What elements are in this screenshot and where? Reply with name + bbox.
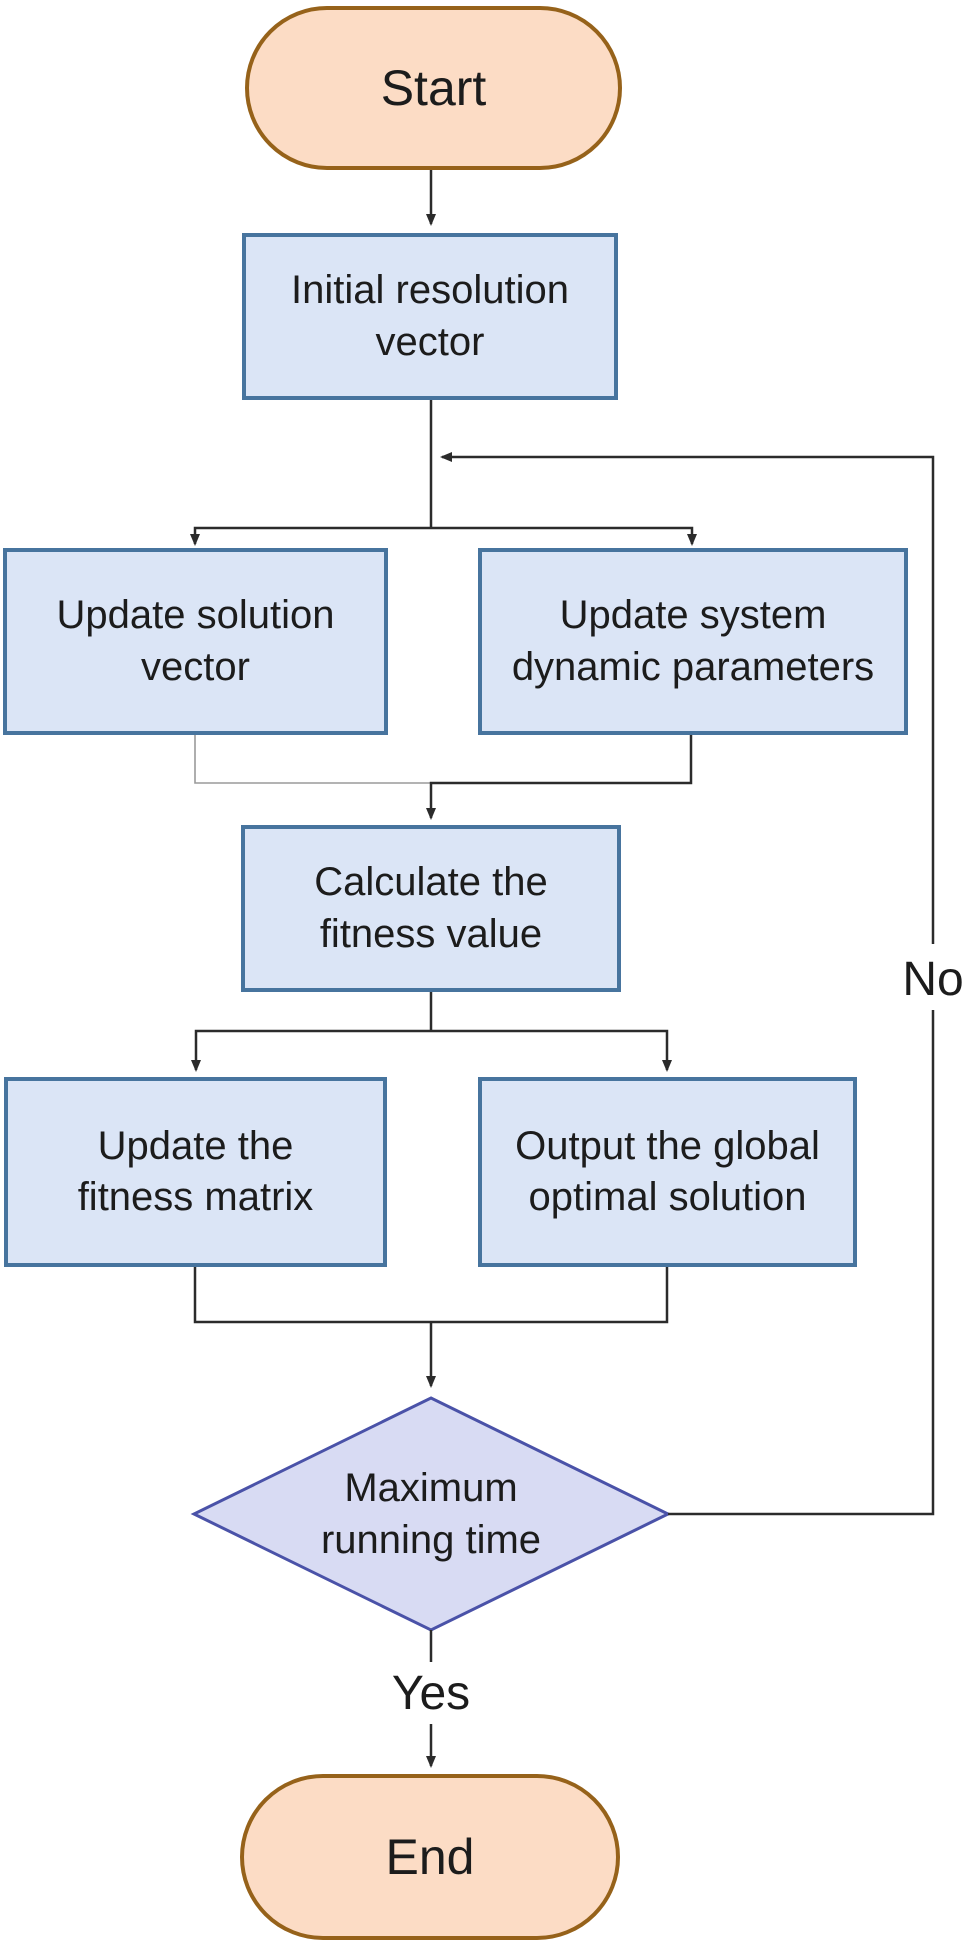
node-update-fitness-matrix: Update the fitness matrix — [4, 1077, 387, 1267]
node-end: End — [240, 1774, 620, 1940]
edge-label-yes: Yes — [391, 1667, 471, 1720]
node-output-global-optimal-solution: Output the global optimal solution — [478, 1077, 857, 1267]
node-update-solution-vector: Update solution vector — [3, 548, 388, 735]
edge-split-to-update-boxes — [190, 526, 697, 546]
edge-update-system-to-calculate — [426, 735, 693, 820]
edge-lower-boxes-to-merge — [193, 1267, 669, 1324]
node-maximum-running-time-label: Maximum running time — [320, 1466, 542, 1562]
edge-split-to-lower-boxes — [191, 1029, 672, 1072]
node-calculate-fitness-value: Calculate the fitness value — [241, 825, 621, 992]
edge-decision-no-upper — [440, 452, 935, 944]
edge-decision-no-lower — [668, 1010, 935, 1516]
node-update-system-dynamic-parameters: Update system dynamic parameters — [478, 548, 908, 735]
edge-label-no: No — [902, 953, 964, 1006]
node-start: Start — [245, 6, 622, 170]
node-initial-resolution-vector: Initial resolution vector — [242, 233, 618, 400]
edge-update-solution-to-merge — [194, 735, 430, 784]
